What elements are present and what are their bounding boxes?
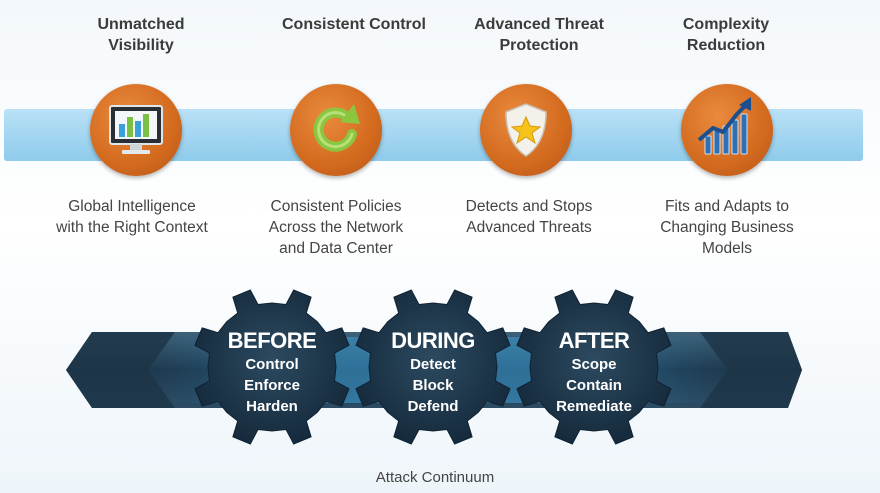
pillar-title-control: Consistent Control: [282, 16, 426, 33]
phase-during: DURING Detect Block Defend: [358, 328, 508, 417]
phase-after-item: Remediate: [556, 398, 632, 415]
attack-continuum-diagram: [66, 289, 802, 445]
phase-before-item: Enforce: [244, 377, 300, 394]
continuum-arrow-left-chevron: [66, 332, 175, 408]
monitor-chart-icon: [90, 84, 182, 176]
phase-before: BEFORE Control Enforce Harden: [197, 328, 347, 417]
phase-after: AFTER Scope Contain Remediate: [519, 328, 669, 417]
phase-after-title: AFTER: [558, 328, 630, 353]
phase-during-item: Block: [412, 377, 454, 394]
phase-after-item: Contain: [566, 377, 622, 394]
gear-after-icon: [516, 289, 672, 445]
phase-before-item: Control: [245, 356, 299, 373]
refresh-arrow-icon: [290, 84, 382, 176]
pillar-title-threat: Advanced Threat Protection: [474, 16, 604, 54]
gear-during-icon: [355, 289, 511, 445]
gear-before-icon: [194, 289, 350, 445]
pillar-desc-threat: Detects and Stops Advanced Threats: [465, 198, 593, 236]
phase-during-item: Defend: [407, 398, 459, 415]
phase-during-title: DURING: [391, 328, 475, 353]
phase-during-item: Detect: [410, 356, 456, 373]
phase-before-item: Harden: [246, 398, 298, 415]
pillar-desc-control: Consistent Policies Across the Network a…: [268, 198, 404, 257]
pillar-desc-visibility: Global Intelligence with the Right Conte…: [56, 198, 208, 236]
growth-chart-icon: [681, 84, 773, 176]
phase-after-item: Scope: [571, 356, 617, 373]
continuum-label: Attack Continuum: [375, 469, 495, 486]
shield-star-icon: [480, 84, 572, 176]
pillar-desc-complexity: Fits and Adapts to Changing Business Mod…: [660, 198, 794, 257]
phase-before-title: BEFORE: [227, 328, 317, 353]
pillar-title-complexity: Complexity Reduction: [682, 16, 770, 54]
continuum-arrow-right-chevron: [700, 332, 802, 408]
pillar-title-visibility: Unmatched Visibility: [97, 16, 185, 54]
